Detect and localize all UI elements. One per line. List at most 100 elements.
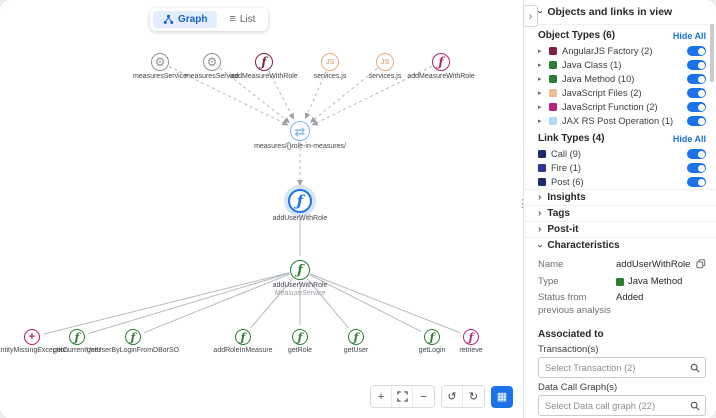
section-label: Post-it [547, 224, 579, 235]
object-types-hide-all-link[interactable]: Hide All [672, 30, 706, 41]
object-type-row: ▸ JAX RS Post Operation (1) [524, 114, 716, 128]
visibility-toggle[interactable] [687, 88, 706, 98]
link-color-swatch [538, 164, 546, 172]
fit-screen-button[interactable] [392, 386, 413, 407]
graph-node-n17[interactable]: ƒ [463, 329, 479, 345]
zoom-in-button[interactable]: + [371, 386, 392, 407]
chevron-right-icon: › [528, 10, 533, 22]
visibility-toggle[interactable] [687, 116, 706, 126]
graph-node-n8[interactable]: ƒ [288, 189, 312, 213]
link-color-swatch [538, 178, 546, 186]
type-color-swatch [549, 61, 557, 69]
graph-node-n2[interactable]: ⚙ [203, 53, 221, 71]
graph-node-n4[interactable]: JS [321, 53, 339, 71]
type-color-swatch [616, 277, 624, 286]
graph-node-n14[interactable]: ƒ [292, 329, 308, 345]
graph-node-n10[interactable]: + [24, 329, 40, 345]
object-type-label: Java Class (1) [562, 60, 622, 70]
visibility-toggle[interactable] [687, 74, 706, 84]
list-view-button[interactable]: ≡ List [219, 11, 266, 28]
graph-node-n5[interactable]: JS [376, 53, 394, 71]
section-post-it[interactable]: › Post-it [524, 221, 716, 237]
graph-node-n12[interactable]: ƒ [125, 329, 141, 345]
node-label: getUser [343, 347, 369, 354]
redo-button[interactable]: ↻ [463, 386, 484, 407]
object-type-label: JavaScript Files (2) [562, 88, 642, 98]
node-label: getLogin [418, 347, 446, 354]
function-icon: ƒ [261, 55, 267, 69]
visibility-toggle[interactable] [687, 177, 706, 187]
name-label: Name [538, 259, 564, 270]
copy-icon[interactable] [696, 259, 706, 272]
transaction-input[interactable] [539, 362, 685, 373]
node-label: addRoleInMeasure [213, 347, 273, 354]
expand-caret-icon[interactable]: ▸ [538, 76, 542, 83]
node-label: getUserByLoginFromDBorSO [86, 347, 180, 354]
chevron-right-icon: › [538, 207, 542, 219]
zoom-out-button[interactable]: − [413, 386, 434, 407]
search-icon[interactable] [685, 396, 705, 415]
section-insights[interactable]: › Insights [524, 189, 716, 205]
graph-node-n11[interactable]: ƒ [69, 329, 85, 345]
node-label: EntityMissingException [0, 347, 68, 354]
expand-caret-icon[interactable]: ▸ [538, 48, 542, 55]
node-label: retrieve [459, 347, 483, 354]
visibility-toggle[interactable] [687, 149, 706, 159]
function-icon: ƒ [297, 330, 303, 344]
expand-caret-icon[interactable]: ▸ [538, 104, 542, 111]
graph-node-n13[interactable]: ƒ [235, 329, 251, 345]
associated-to-section: Associated to Transaction(s) Data Call G… [524, 323, 716, 418]
graph-node-n16[interactable]: ƒ [424, 329, 440, 345]
type-label: Type [538, 276, 559, 287]
panel-collapse-button[interactable]: › [523, 5, 538, 27]
graph-node-n9[interactable]: ƒ [290, 260, 310, 280]
section-label: Characteristics [547, 240, 620, 251]
history-button-group: ↺ ↻ [441, 385, 485, 408]
section-characteristics[interactable]: › Characteristics [524, 237, 716, 253]
visibility-toggle[interactable] [687, 60, 706, 70]
undo-button[interactable]: ↺ [442, 386, 463, 407]
visibility-toggle[interactable] [687, 102, 706, 112]
chevron-right-icon: › [538, 223, 542, 235]
expand-caret-icon[interactable]: ▸ [538, 62, 542, 69]
expand-caret-icon[interactable]: ▸ [538, 90, 542, 97]
data-call-graph-input[interactable] [539, 400, 685, 411]
object-type-label: Java Method (10) [562, 74, 635, 84]
graph-node-n1[interactable]: ⚙ [151, 53, 169, 71]
grid-layout-icon: ▦ [496, 391, 508, 403]
auto-layout-button[interactable]: ▦ [491, 385, 513, 408]
graph-node-n7[interactable]: ⇄ [290, 121, 310, 141]
panel-title: Objects and links in view [547, 6, 673, 18]
function-icon: ƒ [468, 330, 474, 344]
visibility-toggle[interactable] [687, 163, 706, 173]
graph-view-button[interactable]: Graph [153, 11, 218, 28]
node-label: getRole [287, 347, 313, 354]
type-color-swatch [549, 89, 557, 97]
class-icon: + [28, 330, 36, 343]
object-type-label: JavaScript Function (2) [562, 102, 658, 112]
node-label: getCurrentUser [53, 347, 101, 354]
transaction-select[interactable] [538, 357, 706, 379]
graph-node-n15[interactable]: ƒ [348, 329, 364, 345]
link-types-hide-all-link[interactable]: Hide All [672, 133, 706, 144]
search-icon[interactable] [685, 358, 705, 377]
object-type-row: ▸ AngularJS Factory (2) [524, 44, 716, 58]
panel-resize-handle[interactable]: ⋮ [517, 198, 528, 210]
expand-caret-icon[interactable]: ▸ [538, 118, 542, 125]
object-type-label: AngularJS Factory (2) [562, 46, 653, 56]
panel-header[interactable]: › Objects and links in view [524, 0, 716, 25]
panel-scrollbar[interactable] [710, 24, 714, 82]
graph-node-n3[interactable]: ƒ [255, 53, 273, 71]
section-tags[interactable]: › Tags [524, 205, 716, 221]
file-js-icon: JS [380, 58, 390, 66]
data-call-graph-select[interactable] [538, 395, 706, 417]
visibility-toggle[interactable] [687, 46, 706, 56]
graph-node-n6[interactable]: ƒ [432, 53, 450, 71]
object-type-label: JAX RS Post Operation (1) [562, 116, 674, 126]
file-js-icon: JS [325, 58, 335, 66]
transactions-label: Transaction(s) [538, 344, 599, 356]
node-label: services.js [368, 73, 402, 80]
chevron-right-icon: › [538, 191, 542, 203]
